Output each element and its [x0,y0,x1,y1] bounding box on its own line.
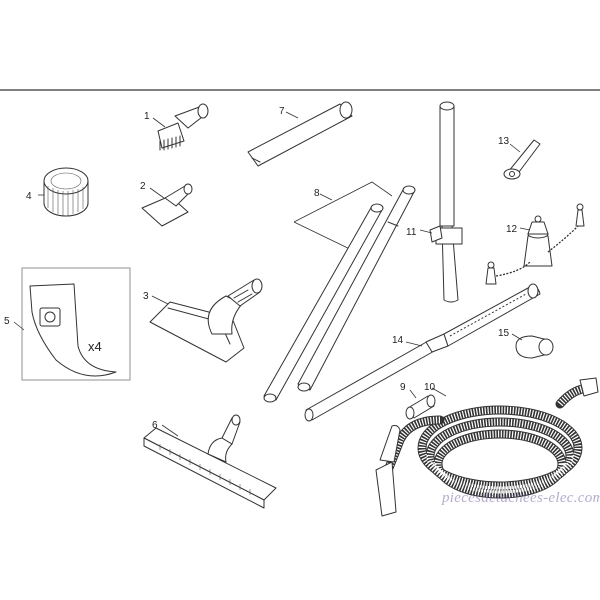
part-15-cap: 15 [498,328,554,359]
part-6-wide-floor-nozzle: 6 [143,414,277,509]
part-13-clip: 13 [498,136,541,180]
part-2-upholstery-nozzle: 2 [140,181,193,227]
callout-11: 11 [406,227,417,238]
callout-7: 7 [279,106,285,117]
part-8-extension-tubes: 8 [263,181,416,403]
callout-5: 5 [4,316,10,327]
callout-12: 12 [506,224,518,235]
part-3-floor-nozzle: 3 [143,278,263,363]
part-4-cartridge-filter: 4 [26,167,89,217]
part-5-filter-bags: 5 x4 [4,267,131,381]
callout-1: 1 [144,111,150,122]
callout-14: 14 [392,335,404,346]
callout-8: 8 [314,188,320,199]
bag-quantity-label: x4 [88,339,102,354]
callout-13: 13 [498,136,510,147]
part-9-connector: 9 [400,382,436,420]
part-7-crevice-tool: 7 [247,101,353,167]
part-11-telescopic-tube: 11 [406,101,463,303]
callout-4: 4 [26,191,32,202]
callout-9: 9 [400,382,406,393]
callout-3: 3 [143,291,149,302]
callout-10: 10 [424,382,436,393]
callout-15: 15 [498,328,510,339]
part-10-suction-hose: 10 [375,377,599,517]
part-14-handle-tube: 14 [304,283,541,422]
callout-6: 6 [152,420,158,431]
watermark-text: piecesdetachees-elec.com [441,490,600,506]
part-12-adapter-chain: 12 [485,203,585,285]
part-1-dusting-brush: 1 [144,103,209,151]
callout-2: 2 [140,181,146,192]
